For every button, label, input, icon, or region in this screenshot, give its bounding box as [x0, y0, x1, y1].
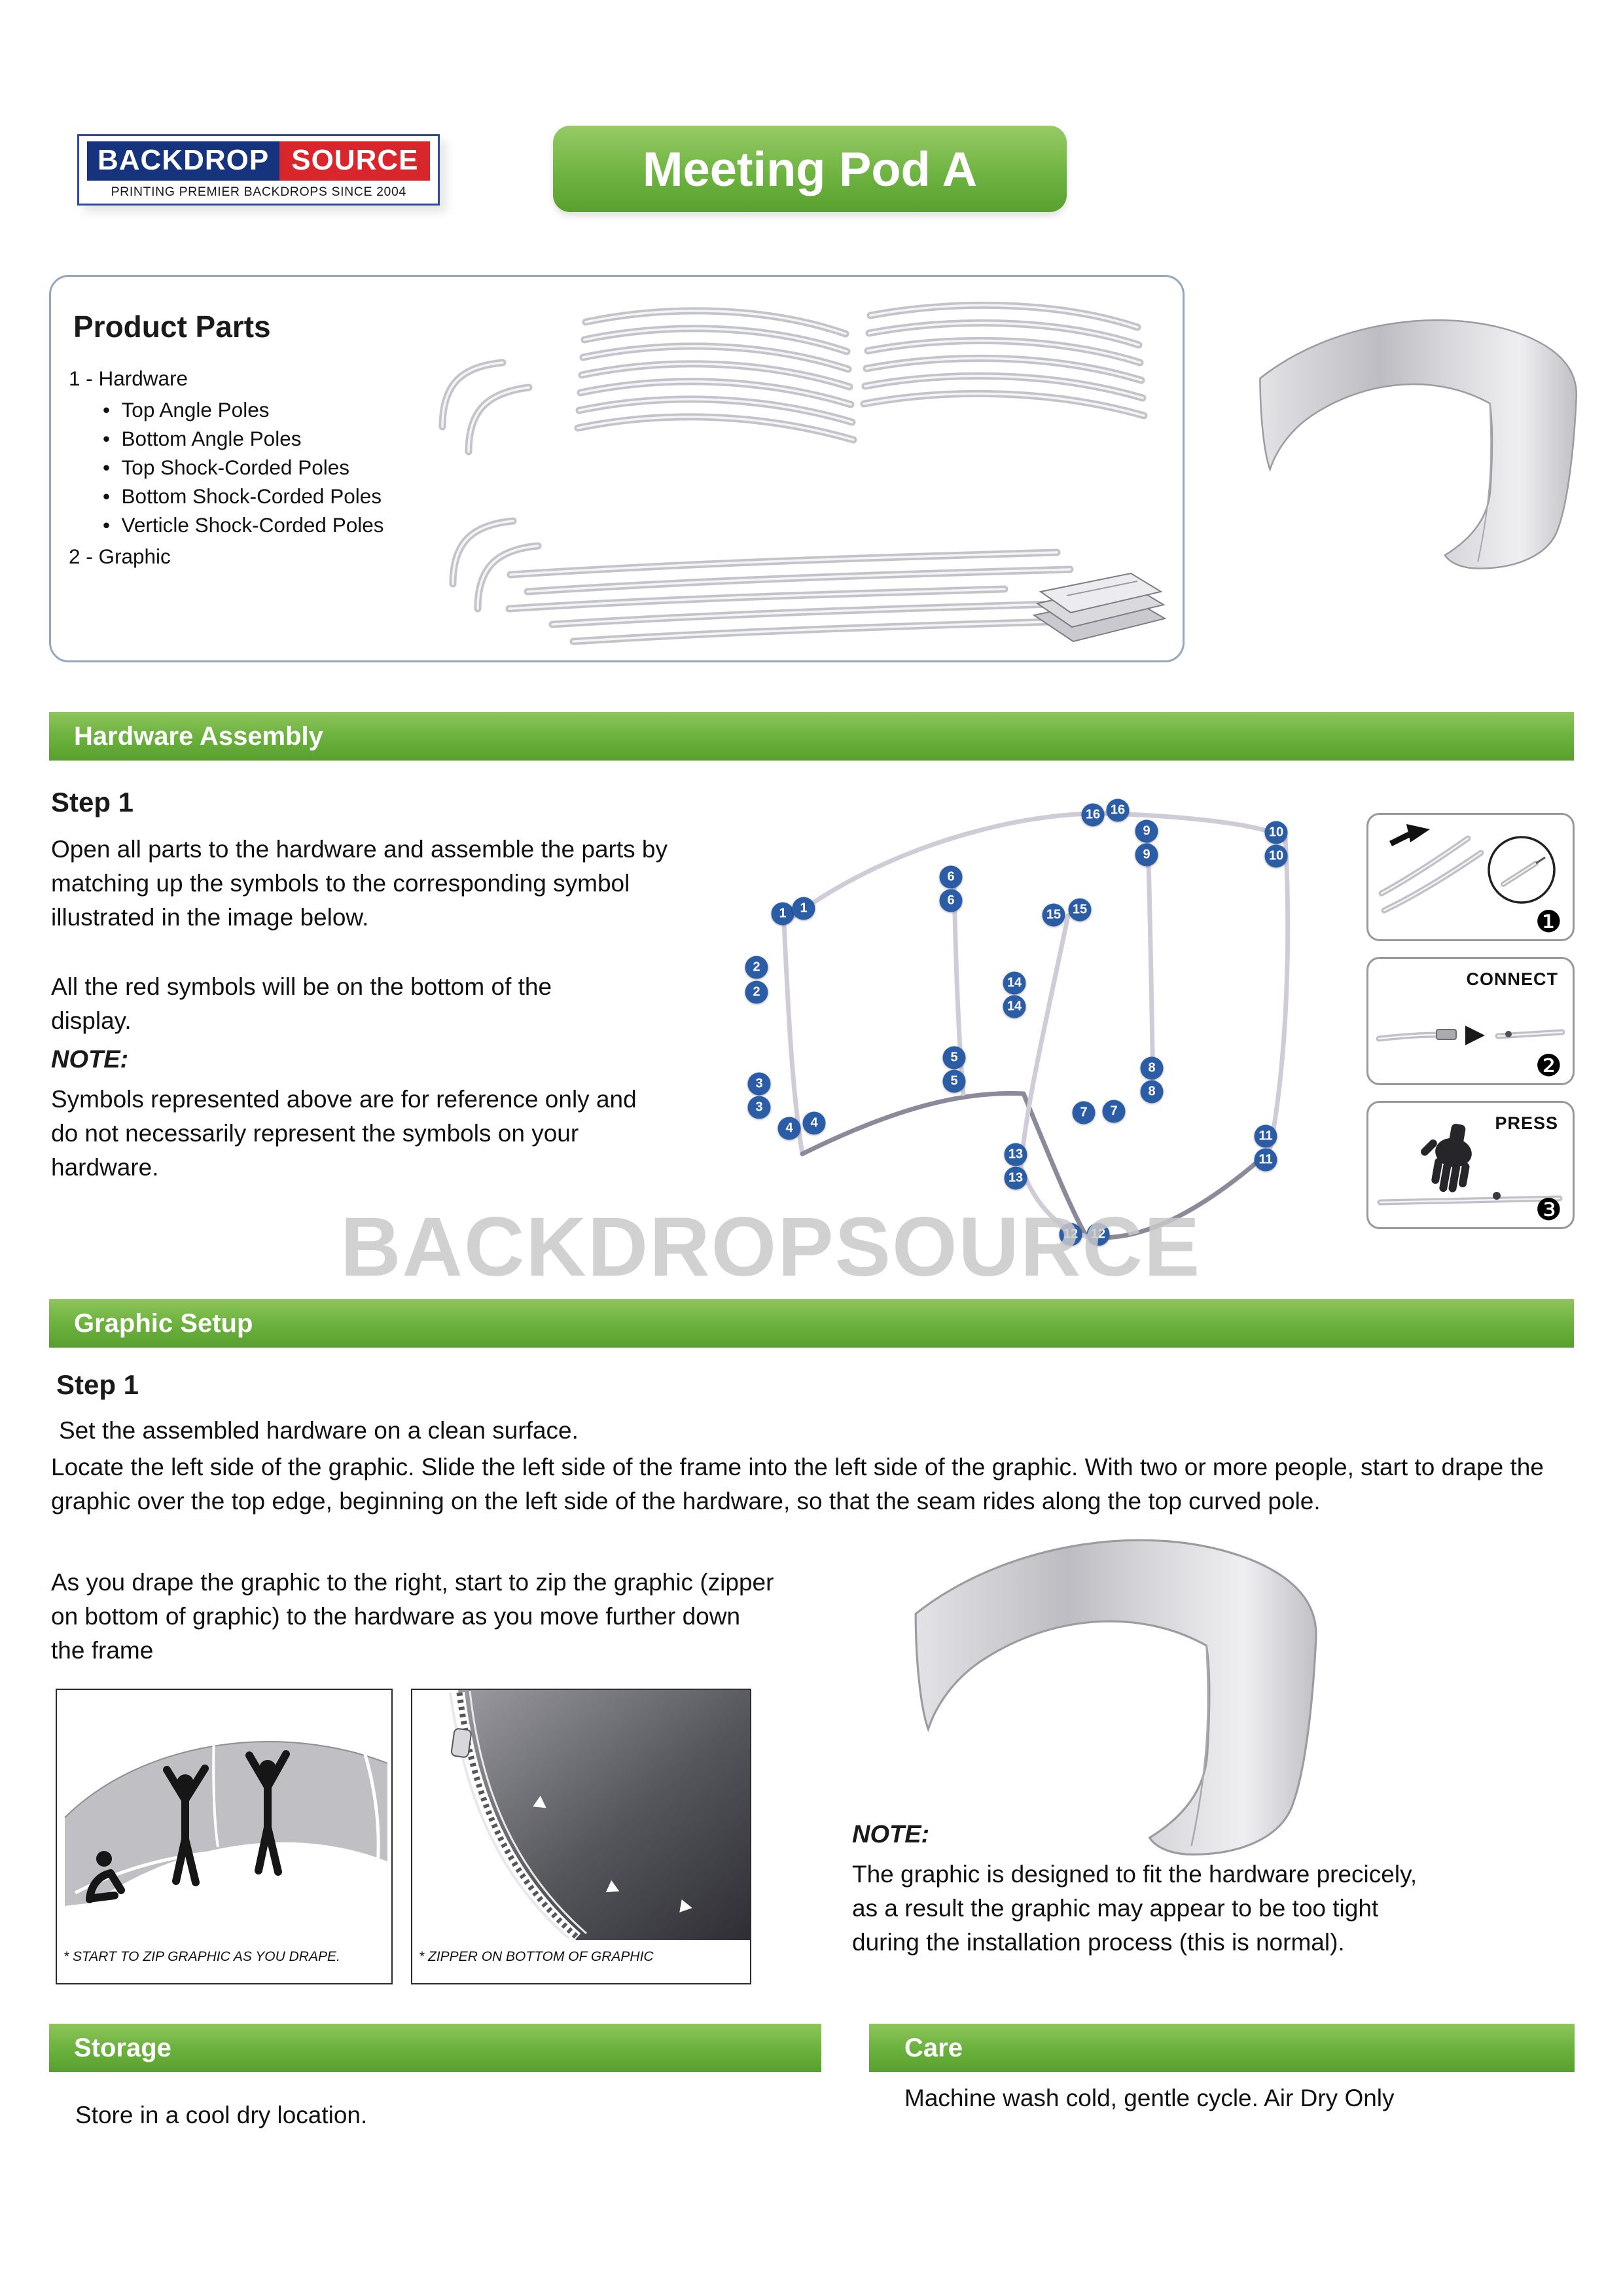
diagram-badge-5: 5	[942, 1069, 966, 1093]
hardware-paragraph-1: Open all parts to the hardware and assem…	[51, 836, 668, 931]
diagram-badge-2: 2	[745, 956, 768, 979]
instruction-box-connect: CONNECT ❷	[1366, 957, 1575, 1085]
graphic-step-title: Step 1	[56, 1369, 139, 1400]
storage-text: Store in a cool dry location.	[75, 2102, 368, 2128]
pole-tip-inspect-icon	[1378, 824, 1556, 914]
diagram-badge-13: 13	[1004, 1166, 1027, 1190]
hardware-paragraph-2: All the red symbols will be on the botto…	[51, 973, 552, 1034]
graphic-note-label: NOTE:	[852, 1821, 930, 1848]
diagram-badge-4: 4	[777, 1117, 801, 1140]
graphic-note-text: The graphic is designed to fit the hardw…	[852, 1861, 1418, 1956]
diagram-badge-9: 9	[1135, 819, 1158, 843]
assembled-pod-image	[1239, 298, 1596, 608]
step-circle-3: ❸	[1535, 1193, 1562, 1227]
diagram-badge-15: 15	[1068, 898, 1092, 922]
connect-label: CONNECT	[1466, 969, 1558, 989]
zipper-drawing	[449, 1690, 750, 1940]
diagram-badge-1: 1	[771, 902, 794, 925]
section-bar-hardware-assembly: Hardware Assembly	[49, 712, 1574, 761]
hardware-step-title: Step 1	[51, 787, 134, 817]
diagram-badge-1: 1	[792, 897, 815, 920]
instruction-box-insert: ❶	[1366, 813, 1575, 941]
product-parts-item-hardware: 1 - Hardware	[69, 367, 188, 390]
diagram-badge-2: 2	[745, 980, 768, 1004]
diagram-badge-3: 3	[747, 1072, 771, 1096]
diagram-badge-9: 9	[1135, 843, 1158, 867]
section-bar-graphic-setup: Graphic Setup	[49, 1299, 1574, 1348]
diagram-badge-3: 3	[747, 1096, 771, 1119]
brand-logo: BACKDROP SOURCE PRINTING PREMIER BACKDRO…	[77, 134, 440, 206]
diagram-badge-14: 14	[1003, 971, 1026, 995]
diagram-badge-8: 8	[1140, 1056, 1164, 1080]
drape-graphic-drawing	[64, 1729, 388, 1906]
product-parts-bullet-list: Top Angle PolesBottom Angle PolesTop Sho…	[69, 395, 384, 539]
diagram-badge-8: 8	[1140, 1080, 1164, 1103]
figure-drape-graphic: * START TO ZIP GRAPHIC AS YOU DRAPE.	[56, 1689, 393, 1984]
diagram-badge-16: 16	[1081, 803, 1105, 827]
page-title: Meeting Pod A	[553, 126, 1067, 212]
product-parts-item-graphic: 2 - Graphic	[69, 545, 171, 568]
diagram-badge-10: 10	[1264, 821, 1288, 844]
hardware-note-text: Symbols represented above are for refere…	[51, 1086, 637, 1181]
diagram-badge-11: 11	[1254, 1148, 1277, 1172]
finished-pod-image	[889, 1512, 1340, 1905]
diagram-badge-13: 13	[1004, 1143, 1027, 1166]
product-part-bullet: Top Shock-Corded Poles	[103, 453, 384, 482]
section-bar-storage: Storage	[49, 2024, 821, 2072]
graphic-paragraph-2: Locate the left side of the graphic. Sli…	[51, 1454, 1544, 1515]
instruction-box-press: PRESS ❸	[1366, 1101, 1575, 1229]
diagram-badge-4: 4	[802, 1111, 826, 1135]
diagram-badge-10: 10	[1264, 844, 1288, 868]
figure-2-caption: * ZIPPER ON BOTTOM OF GRAPHIC	[419, 1949, 654, 1964]
brand-logo-source: SOURCE	[279, 141, 431, 181]
graphic-paragraph-3: As you drape the graphic to the right, s…	[51, 1569, 774, 1664]
diagram-badge-6: 6	[939, 889, 963, 912]
brand-logo-row: BACKDROP SOURCE	[87, 141, 431, 181]
press-button-hand-icon	[1377, 1124, 1563, 1206]
diagram-badge-12: 12	[1059, 1223, 1082, 1246]
product-parts-heading: Product Parts	[73, 310, 271, 344]
diagram-badge-15: 15	[1042, 903, 1065, 927]
diagram-badge-7: 7	[1102, 1100, 1126, 1123]
assembly-frame-drawing	[781, 811, 1291, 1240]
connect-poles-icon	[1376, 1026, 1565, 1045]
step-circle-1: ❶	[1535, 905, 1562, 939]
diagram-badge-12: 12	[1086, 1223, 1110, 1246]
product-part-bullet: Bottom Angle Poles	[103, 424, 384, 453]
diagram-badge-14: 14	[1003, 995, 1026, 1018]
hardware-note-label: NOTE:	[51, 1046, 129, 1073]
care-text: Machine wash cold, gentle cycle. Air Dry…	[904, 2085, 1395, 2111]
product-part-bullet: Top Angle Poles	[103, 395, 384, 424]
section-bar-care: Care	[869, 2024, 1575, 2072]
diagram-badge-16: 16	[1106, 798, 1130, 822]
poles-illustration	[438, 301, 1167, 645]
figure-zipper-closeup: * ZIPPER ON BOTTOM OF GRAPHIC	[411, 1689, 751, 1984]
product-part-bullet: Verticle Shock-Corded Poles	[103, 511, 384, 539]
diagram-badge-5: 5	[942, 1046, 966, 1069]
diagram-badge-7: 7	[1072, 1101, 1096, 1124]
figure-1-caption: * START TO ZIP GRAPHIC AS YOU DRAPE.	[63, 1949, 340, 1964]
graphic-paragraph-1: Set the assembled hardware on a clean su…	[59, 1417, 579, 1444]
brand-logo-backdrop: BACKDROP	[87, 141, 280, 181]
product-parts-list: 1 - Hardware Top Angle PolesBottom Angle…	[69, 364, 384, 571]
product-part-bullet: Bottom Shock-Corded Poles	[103, 482, 384, 511]
brand-tagline: PRINTING PREMIER BACKDROPS SINCE 2004	[111, 185, 406, 199]
diagram-badge-6: 6	[939, 865, 963, 889]
folded-graphic-icon	[1032, 572, 1167, 643]
press-label: PRESS	[1495, 1113, 1558, 1133]
diagram-badge-11: 11	[1254, 1124, 1277, 1148]
step-circle-2: ❷	[1535, 1049, 1562, 1083]
